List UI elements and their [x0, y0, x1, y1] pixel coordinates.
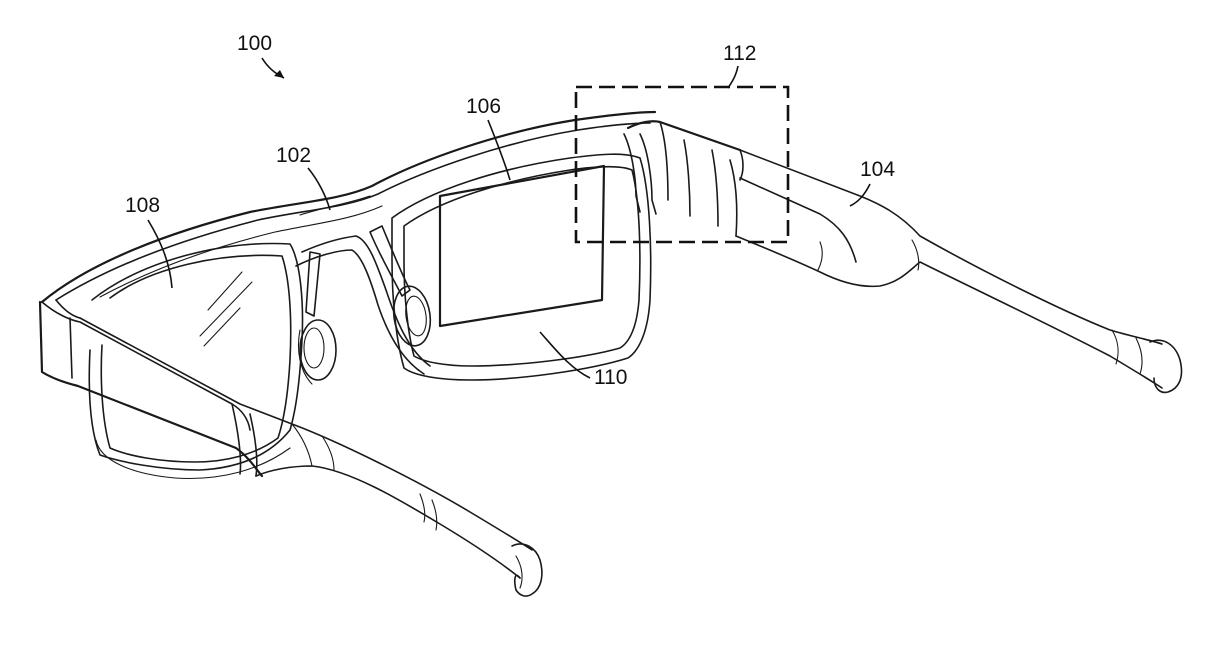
label-100: 100	[237, 32, 272, 55]
right-temple	[735, 149, 1183, 394]
left-lens	[199, 271, 253, 347]
left-temple	[79, 317, 543, 597]
label-108: 108	[125, 194, 160, 217]
label-110: 110	[594, 366, 627, 389]
label-106: 106	[466, 95, 501, 118]
detail-region-box	[574, 85, 790, 244]
reference-labels: 100 112 106 102 108 104 110	[125, 32, 895, 389]
label-112: 112	[723, 42, 756, 65]
display	[438, 164, 606, 328]
frame	[40, 110, 657, 480]
right-hinge	[623, 120, 744, 237]
label-100-arrow	[274, 70, 284, 78]
label-102: 102	[276, 144, 311, 167]
left-hinge	[38, 299, 264, 478]
label-104: 104	[860, 158, 895, 181]
